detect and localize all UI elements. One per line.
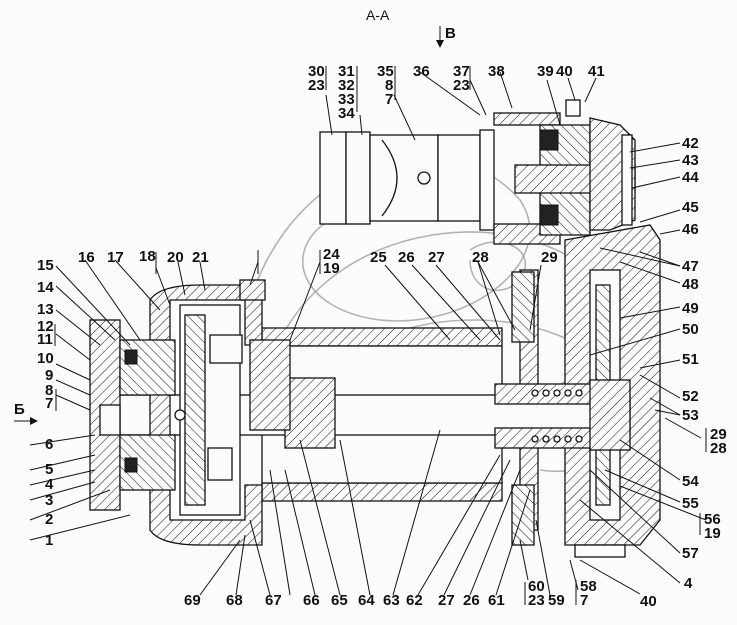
callout-34: 34: [338, 105, 355, 122]
callout-26: 26: [398, 249, 415, 266]
callout-36: 36: [413, 63, 430, 80]
callout-31: 31: [338, 63, 355, 80]
left-planetary-housing: [89, 279, 291, 546]
callout-39: 39: [537, 63, 554, 80]
callout-48: 48: [682, 276, 699, 293]
callout-24: 24: [323, 246, 340, 263]
callout-14: 14: [37, 279, 54, 296]
callout-56-19: 19: [704, 525, 721, 542]
callout-69: 69: [184, 592, 201, 609]
callout-labels: 1 2 3 4 5 6 7 8 9 10 11 12 13 14 15 16 1…: [37, 63, 727, 610]
callout-40b: 40: [640, 593, 657, 610]
callout-50: 50: [682, 321, 699, 338]
callout-7: 7: [45, 395, 53, 412]
callout-45: 45: [682, 199, 699, 216]
callout-26b: 26: [463, 592, 480, 609]
callout-33: 33: [338, 91, 355, 108]
callout-62: 62: [406, 592, 423, 609]
callout-15: 15: [37, 257, 54, 274]
callout-6: 6: [45, 436, 53, 453]
callout-67: 67: [265, 592, 282, 609]
callout-30: 30: [308, 63, 325, 80]
callout-44: 44: [682, 169, 699, 186]
callout-11: 11: [37, 331, 53, 348]
callout-68: 68: [226, 592, 243, 609]
callout-40: 40: [556, 63, 573, 80]
callout-35: 35: [377, 63, 394, 80]
view-arrow-b: [436, 26, 444, 48]
callout-9: 9: [45, 367, 53, 384]
callout-13: 13: [37, 301, 54, 318]
callout-64: 64: [358, 592, 375, 609]
callout-8: 8: [45, 382, 53, 399]
motor-brake-assembly: [319, 99, 636, 245]
callout-1: 1: [45, 532, 53, 549]
callout-20: 20: [167, 249, 184, 266]
callout-16: 16: [78, 249, 95, 266]
callout-27b: 27: [438, 592, 455, 609]
callout-28: 28: [472, 249, 489, 266]
group-bars: [54, 66, 707, 605]
callout-35-7: 7: [385, 91, 393, 108]
callout-65: 65: [331, 592, 348, 609]
callout-47: 47: [682, 258, 699, 275]
callout-10: 10: [37, 350, 54, 367]
callout-17: 17: [107, 249, 124, 266]
callout-46: 46: [682, 221, 699, 238]
callout-21: 21: [192, 249, 209, 266]
spring: [531, 389, 583, 443]
callout-12: 12: [37, 318, 54, 335]
callout-37-23: 23: [453, 77, 470, 94]
callout-54: 54: [682, 473, 699, 490]
callout-28r: 28: [710, 440, 727, 457]
callout-49: 49: [682, 300, 699, 317]
callout-41: 41: [588, 63, 605, 80]
callout-4: 4: [45, 476, 54, 493]
callout-60: 60: [528, 578, 545, 595]
callout-2: 2: [45, 511, 53, 528]
callout-24-19: 19: [323, 260, 340, 277]
callout-30-23: 23: [308, 77, 325, 94]
callout-53: 53: [682, 407, 699, 424]
callout-63: 63: [383, 592, 400, 609]
view-arrow-b2: [14, 417, 38, 425]
callout-43: 43: [682, 152, 699, 169]
callout-27: 27: [428, 249, 445, 266]
callout-32: 32: [338, 77, 355, 94]
callout-4r: 4: [684, 575, 693, 592]
callout-51: 51: [682, 351, 699, 368]
callout-58-7: 7: [580, 592, 588, 609]
callout-55: 55: [682, 495, 699, 512]
callout-60-23: 23: [528, 592, 545, 609]
callout-57: 57: [682, 545, 699, 562]
callout-66: 66: [303, 592, 320, 609]
callout-38: 38: [488, 63, 505, 80]
view-b2-label: Б: [14, 401, 25, 418]
callout-35-8: 8: [385, 77, 393, 94]
callout-42: 42: [682, 135, 699, 152]
callout-29r: 29: [710, 426, 727, 443]
callout-18: 18: [139, 248, 156, 265]
leader-lines: [29, 71, 707, 596]
callout-29: 29: [541, 249, 558, 266]
callout-52: 52: [682, 388, 699, 405]
callout-3: 3: [45, 492, 53, 509]
callout-37: 37: [453, 63, 470, 80]
section-title: А-А: [366, 7, 390, 23]
callout-56: 56: [704, 511, 721, 528]
callout-61: 61: [488, 592, 505, 609]
callout-58: 58: [580, 578, 597, 595]
callout-5: 5: [45, 461, 53, 478]
view-b-label: В: [445, 25, 456, 42]
callout-25: 25: [370, 249, 387, 266]
callout-59: 59: [548, 592, 565, 609]
